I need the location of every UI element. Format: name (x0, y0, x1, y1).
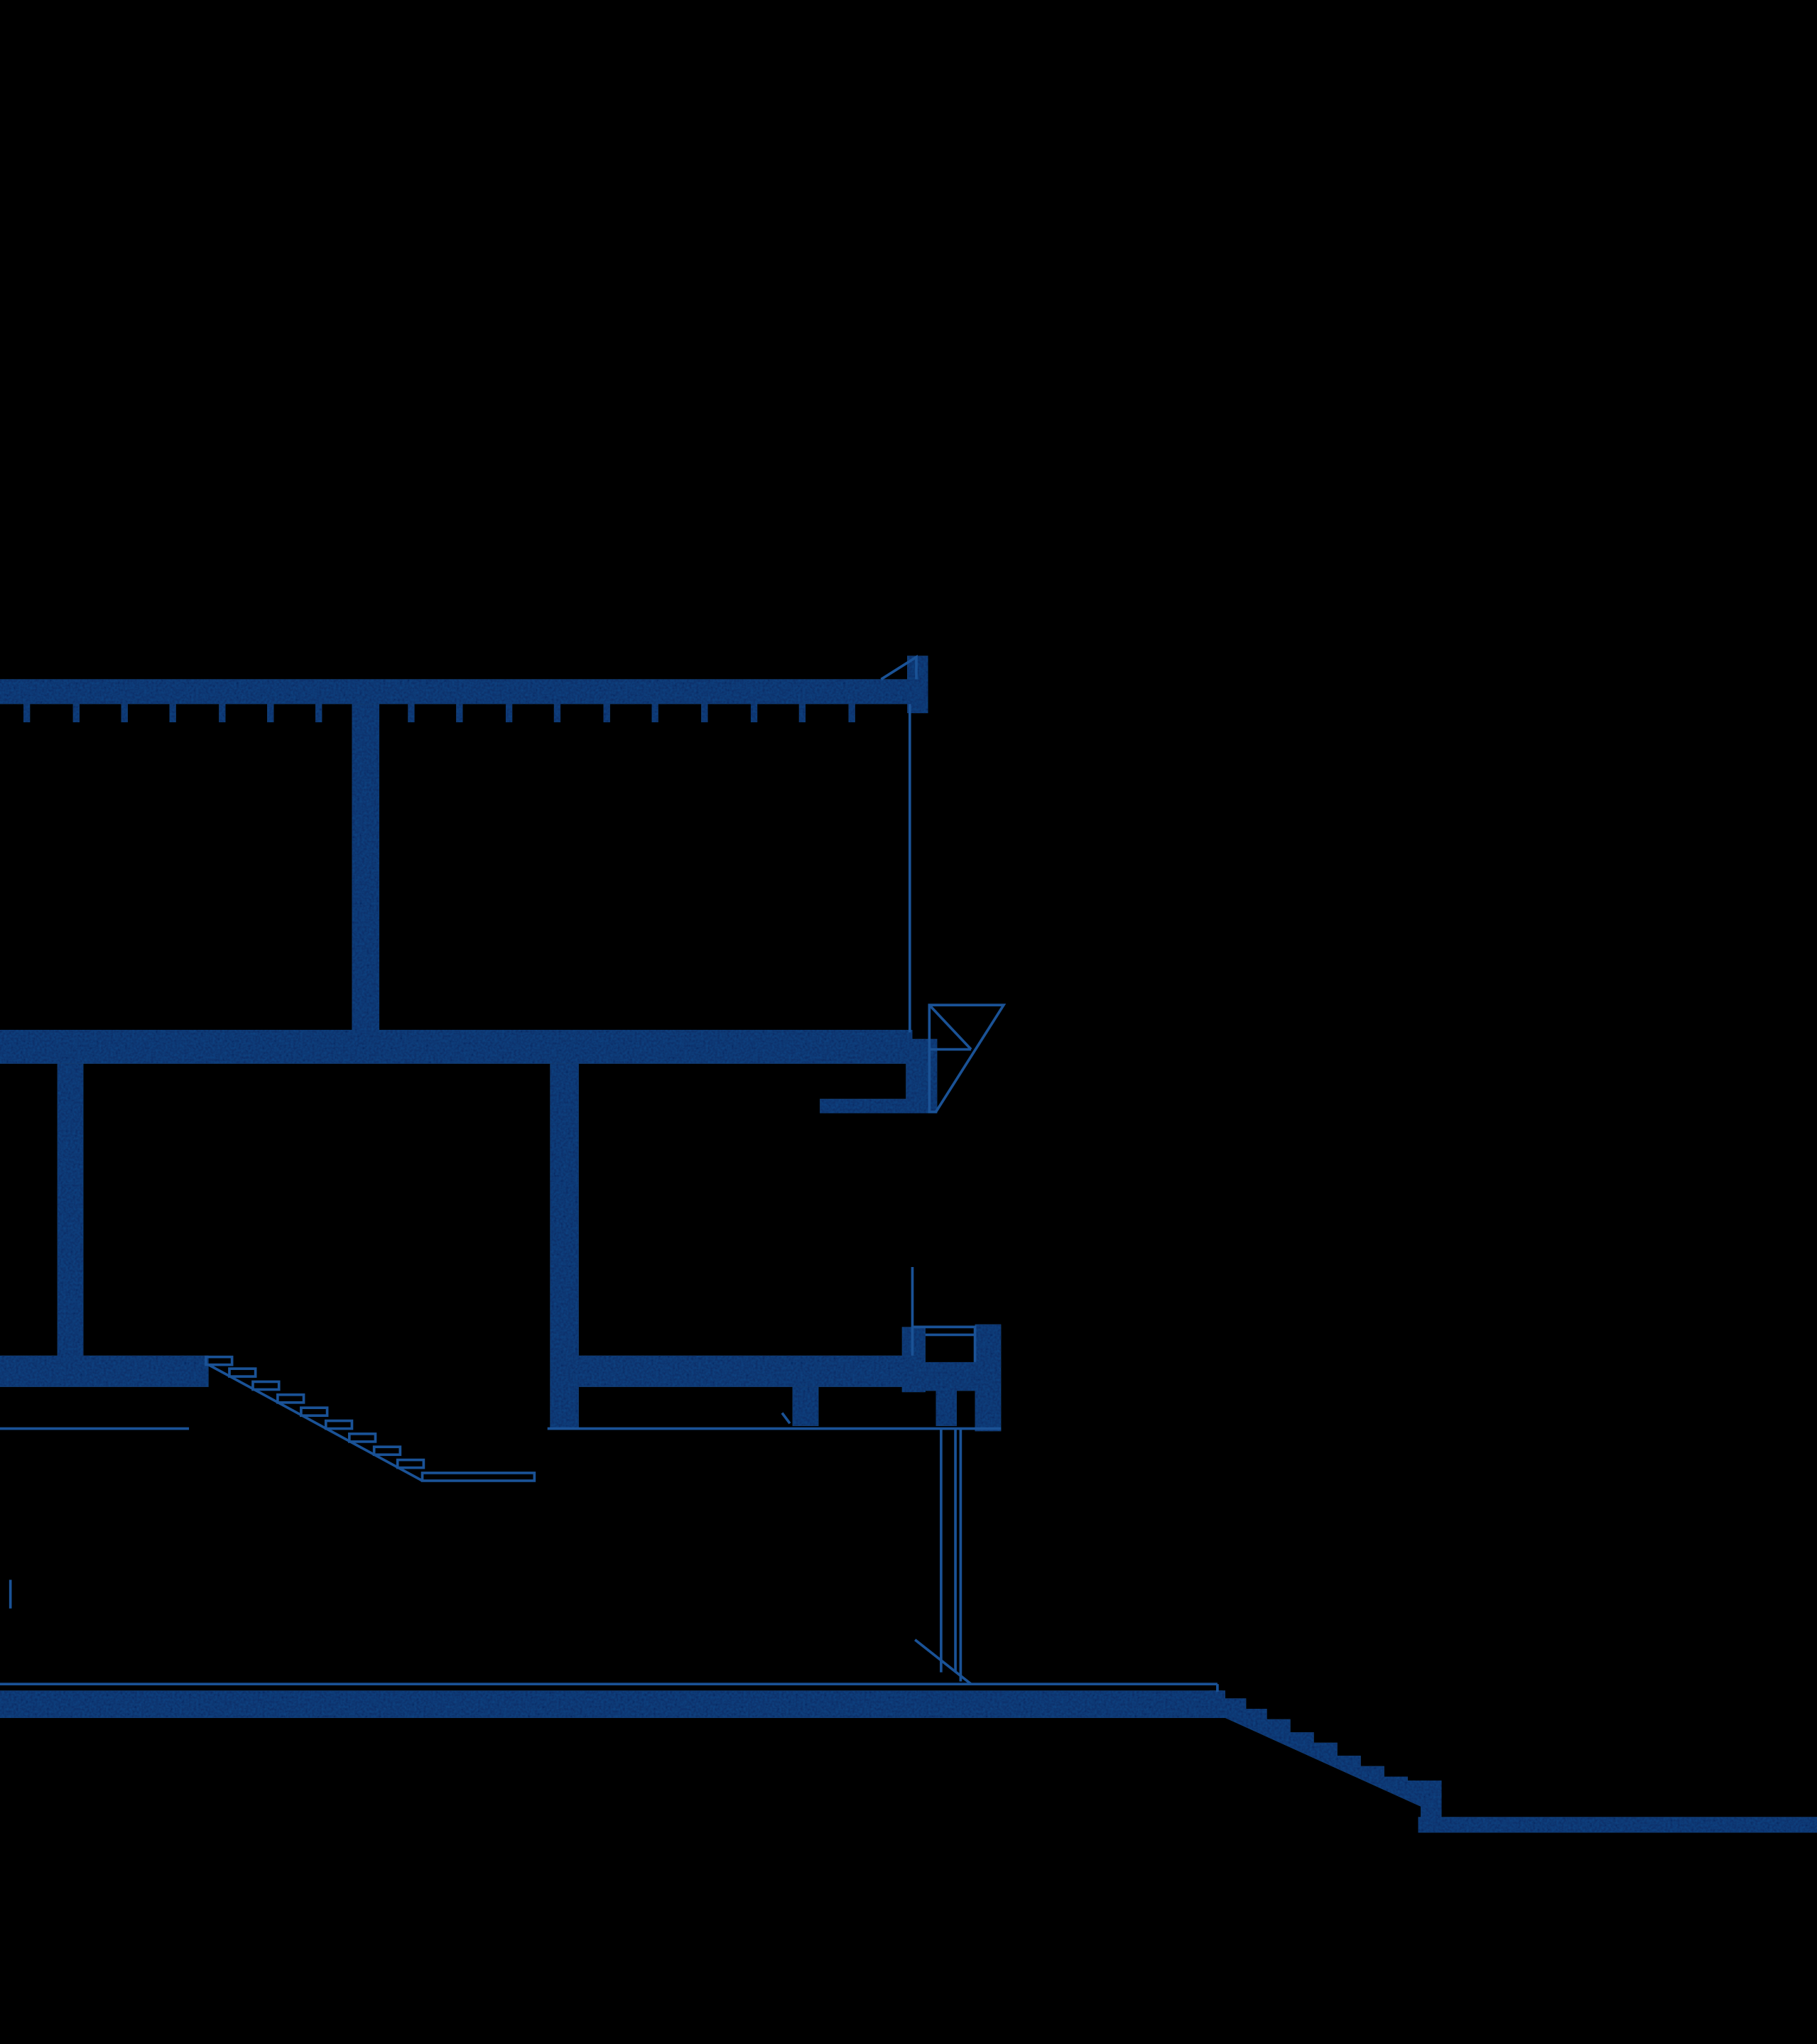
roof-fascia (880, 654, 918, 680)
upper-wall (352, 704, 379, 1034)
sunshade-brace-1 (928, 1004, 972, 1050)
section-lines (0, 654, 1219, 1692)
middle-floor-slab (0, 1030, 913, 1064)
railing-cap (912, 1325, 977, 1362)
ceiling-hanger (781, 1412, 791, 1425)
lower-left-slab (0, 1355, 209, 1387)
ground-slab (0, 1690, 1225, 1718)
slab-beam (792, 1386, 819, 1426)
exterior-ground (1418, 1817, 1817, 1833)
lower-left-wall (57, 1063, 84, 1361)
exterior-steps-ground (1209, 1690, 1442, 1820)
roof-slab (0, 679, 913, 705)
balcony-base (912, 1361, 991, 1391)
roof-joists (23, 704, 855, 722)
column-base-diagonal (914, 1638, 972, 1685)
section-cut-solids (0, 656, 1817, 1833)
balcony-post (935, 1386, 957, 1426)
sunshade-frame (928, 1004, 1007, 1114)
lower-right-slab (573, 1355, 913, 1387)
interior-stair (205, 1355, 536, 1482)
middle-slab-soffit-return (820, 1099, 925, 1114)
